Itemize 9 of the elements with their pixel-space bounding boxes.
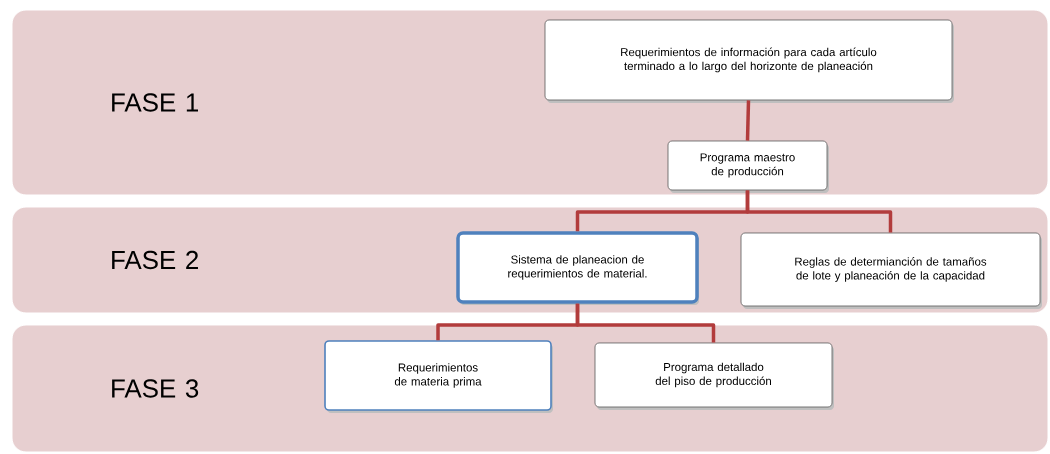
- process-box: Programa detallado del piso de producción: [594, 342, 834, 410]
- process-box: Requerimientos de información para cada artículo terminado a lo largo del horizonte de planeación: [544, 19, 954, 103]
- connector-line: [745, 100, 751, 141]
- process-box: Sistema de planeacion de requerimientos de material.: [456, 231, 699, 305]
- process-box: Programa maestro de producción: [667, 140, 829, 193]
- connector-line: [745, 190, 893, 233]
- process-box: Reglas de determianción de tamaños de lote y planeación de la capacidad: [740, 232, 1042, 309]
- connector-line: [575, 303, 716, 343]
- process-box: Requerimientos de materia prima: [324, 340, 553, 413]
